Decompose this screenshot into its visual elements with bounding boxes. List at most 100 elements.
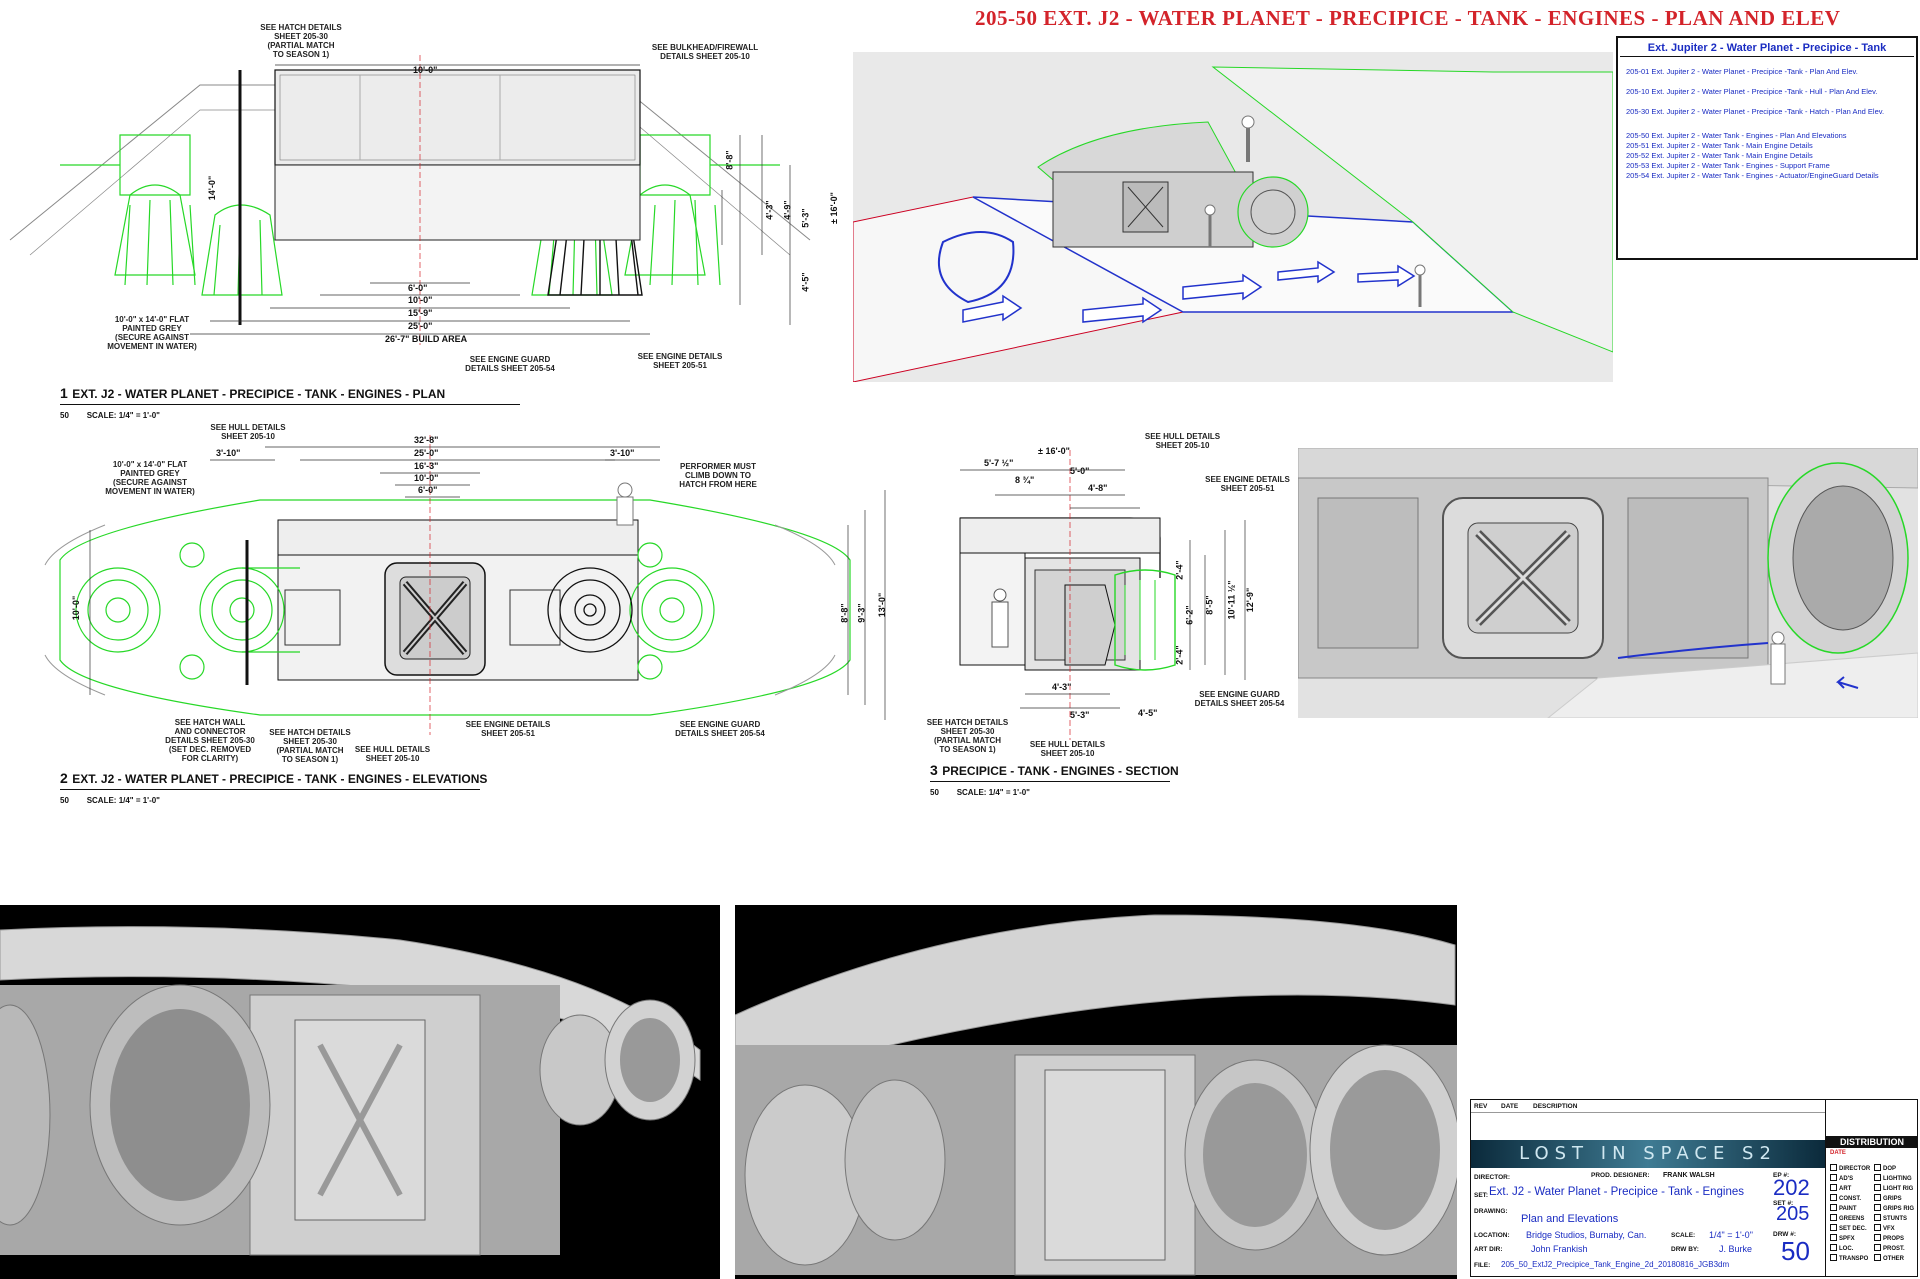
section-note-hatch: SEE HATCH DETAILS SHEET 205-30 (PARTIAL …: [926, 718, 1009, 754]
view1-title: EXT. J2 - WATER PLANET - PRECIPICE - TAN…: [72, 387, 446, 401]
sheet-title: 205-50 EXT. J2 - WATER PLANET - PRECIPIC…: [975, 6, 1841, 30]
plan-dim-top: 10'-0": [413, 65, 438, 75]
section-note-engine: SEE ENGINE DETAILS SHEET 205-51: [1205, 475, 1290, 493]
file-name: 205_50_ExtJ2_Precipice_Tank_Engine_2d_20…: [1501, 1260, 1730, 1269]
distribution-checkbox[interactable]: SPFX: [1830, 1234, 1855, 1242]
plan-note-guard: SEE ENGINE GUARD DETAILS SHEET 205-54: [465, 355, 555, 373]
elev-dim-h10: 10'-0": [71, 595, 82, 621]
section-note-guard: SEE ENGINE GUARD DETAILS SHEET 205-54: [1194, 690, 1285, 708]
elev-note-hull-top: SEE HULL DETAILS SHEET 205-10: [210, 423, 286, 441]
distribution-checkbox[interactable]: GRIPS RIG: [1874, 1204, 1914, 1212]
section-dim-h: 8'-5": [1204, 595, 1215, 615]
elevation-linework: [44, 435, 886, 735]
elev-note-guard: SEE ENGINE GUARD DETAILS SHEET 205-54: [675, 720, 765, 738]
render-left-linework: [0, 926, 701, 1256]
plan-dim-v6: ± 16'-0": [828, 192, 839, 224]
plan-dim-d3: 15'-9": [408, 308, 433, 318]
sheet-index: Ext. Jupiter 2 - Water Planet - Precipic…: [1616, 36, 1918, 260]
render-tank-linework: [853, 66, 1613, 382]
view2-label: 2 EXT. J2 - WATER PLANET - PRECIPICE - T…: [60, 770, 487, 808]
scale: 1/4" = 1'-0": [1709, 1230, 1753, 1240]
view2-scale: SCALE: 1/4" = 1'-0": [86, 796, 160, 805]
plan-dim-build: 26'-7" BUILD AREA: [385, 334, 468, 344]
distribution-checkbox[interactable]: AD'S: [1830, 1174, 1853, 1182]
elev-dim-left-310: 3'-10": [216, 448, 241, 458]
section-dim-d: 5'-0": [1070, 466, 1090, 476]
distribution-header: DISTRIBUTION: [1826, 1136, 1918, 1148]
section-dim-g: 6'-2": [1184, 605, 1195, 625]
distribution-checkbox[interactable]: STUNTS: [1874, 1214, 1907, 1222]
section-dim-n: 4'-5": [1138, 708, 1158, 718]
distribution-checkbox[interactable]: DOP: [1874, 1164, 1896, 1172]
view3-sheet: 50: [930, 788, 939, 797]
title-block: REV DATE DESCRIPTION LOST IN SPACE S2 DI…: [1470, 1099, 1918, 1277]
index-item: 205-53 Ext. Jupiter 2 - Water Tank - Eng…: [1626, 161, 1830, 170]
elev-dim-32: 32'-8": [414, 435, 439, 445]
prod-designer: FRANK WALSH: [1663, 1172, 1715, 1179]
plan-dim-v5: 5'-3": [800, 208, 811, 228]
distribution-checkbox[interactable]: LIGHTING: [1874, 1174, 1912, 1182]
art-director: John Frankish: [1531, 1244, 1588, 1254]
index-item: 205-50 Ext. Jupiter 2 - Water Tank - Eng…: [1626, 131, 1847, 140]
plan-linework: [9, 55, 811, 345]
elev-dim-16: 16'-3": [414, 461, 439, 471]
plan-dim-v1: 14'-0": [207, 175, 218, 201]
index-header: Ext. Jupiter 2 - Water Planet - Precipic…: [1620, 40, 1914, 57]
section-drawing: SEE HULL DETAILS SHEET 205-10 SEE ENGINE…: [920, 430, 1300, 760]
elev-dim-h88: 8'-8": [839, 603, 850, 623]
render-engine-closeup: [1298, 448, 1918, 718]
elev-dim-h93: 9'-3": [856, 603, 867, 623]
elev-note-hull: SEE HULL DETAILS SHEET 205-10: [354, 745, 431, 763]
set-number: 205: [1776, 1203, 1810, 1225]
plan-dim-v2: 8'-8": [724, 150, 735, 170]
plan-dim-d2: 10'-0": [408, 295, 433, 305]
distribution-checkbox[interactable]: DIRECTOR: [1830, 1164, 1870, 1172]
plan-note-flat: 10'-0" x 14'-0" FLAT PAINTED GREY (SECUR…: [107, 315, 197, 351]
distribution-checkbox[interactable]: CONST.: [1830, 1194, 1861, 1202]
plan-dim-v3: 4'-3": [764, 200, 775, 220]
section-dim-l: 4'-3": [1052, 682, 1072, 692]
distribution-checkbox[interactable]: PROST.: [1874, 1244, 1905, 1252]
plan-note-hatch: SEE HATCH DETAILS SHEET 205-30 (PARTIAL …: [260, 23, 342, 59]
section-dim-c: 8 ¾": [1015, 475, 1035, 485]
view2-num: 2: [60, 770, 68, 786]
index-item: 205-54 Ext. Jupiter 2 - Water Tank - Eng…: [1626, 171, 1879, 180]
index-item: 205-01 Ext. Jupiter 2 - Water Planet - P…: [1626, 67, 1858, 76]
section-dim-k: 2'-4": [1174, 645, 1185, 665]
episode-number: 202: [1773, 1175, 1810, 1200]
set-name: Ext. J2 - Water Planet - Precipice - Tan…: [1489, 1186, 1745, 1198]
distribution-checkbox[interactable]: SET DEC.: [1830, 1224, 1867, 1232]
distribution-checkbox[interactable]: ART: [1830, 1184, 1851, 1192]
view2-title: EXT. J2 - WATER PLANET - PRECIPICE - TAN…: [72, 772, 488, 786]
section-dim-m: 5'-3": [1070, 710, 1090, 720]
elev-dim-h13: 13'-0": [877, 592, 888, 618]
plan-note-engine: SEE ENGINE DETAILS SHEET 205-51: [637, 352, 723, 370]
view1-label: 1 EXT. J2 - WATER PLANET - PRECIPICE - T…: [60, 385, 520, 423]
elev-note-hull-wall: SEE HATCH WALL AND CONNECTOR DETAILS SHE…: [165, 718, 255, 763]
distribution-checkbox[interactable]: LOC.: [1830, 1244, 1853, 1252]
elev-dim-10: 10'-0": [414, 473, 439, 483]
distribution-checkbox[interactable]: GREENS: [1830, 1214, 1864, 1222]
distribution-checkbox[interactable]: VFX: [1874, 1224, 1895, 1232]
view1-scale: SCALE: 1/4" = 1'-0": [86, 411, 160, 420]
distribution-checkbox[interactable]: PAINT: [1830, 1204, 1857, 1212]
index-item: 205-10 Ext. Jupiter 2 - Water Planet - P…: [1626, 87, 1878, 96]
index-item: 205-30 Ext. Jupiter 2 - Water Planet - P…: [1626, 107, 1885, 116]
plan-dim-d1: 6'-0": [408, 283, 428, 293]
rev-header: REV DATE DESCRIPTION: [1471, 1100, 1825, 1113]
distribution-checkbox[interactable]: PROPS: [1874, 1234, 1904, 1242]
section-note-hull2: SEE HULL DETAILS SHEET 205-10: [1029, 740, 1106, 758]
elev-note-flat: 10'-0" x 14'-0" FLAT PAINTED GREY (SECUR…: [105, 460, 195, 496]
render-underside-left: [0, 905, 720, 1279]
plan-dim-v4: 4'-9": [782, 200, 793, 220]
view1-num: 1: [60, 385, 68, 401]
render-underside-right: [735, 905, 1457, 1279]
distribution-checkbox[interactable]: OTHER: [1874, 1254, 1904, 1262]
section-linework: [959, 450, 1246, 740]
distribution-checkbox[interactable]: LIGHT RIG: [1874, 1184, 1913, 1192]
distribution-checkbox[interactable]: TRANSPO: [1830, 1254, 1868, 1262]
plan-drawing: SEE HATCH DETAILS SHEET 205-30 (PARTIAL …: [0, 15, 860, 375]
distribution-checkbox[interactable]: GRIPS: [1874, 1194, 1902, 1202]
view3-scale: SCALE: 1/4" = 1'-0": [956, 788, 1030, 797]
